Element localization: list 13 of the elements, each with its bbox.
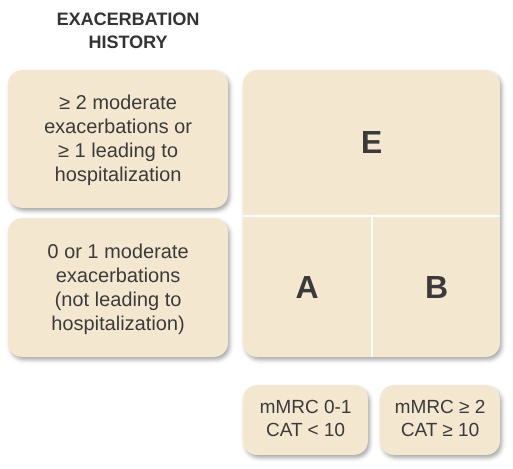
- criteria-text: 0 or 1 moderate exacerbations (not leading to hospitalization): [46, 240, 190, 336]
- category-box: [8, 70, 228, 208]
- criteria-text: mMRC 0-1 CAT < 10: [258, 397, 352, 443]
- criteria-text: ≥ 2 moderate exacerbations or ≥ 1 leading to hospitalization: [43, 91, 193, 187]
- axis-heading: EXACERBATION HISTORY: [56, 8, 200, 53]
- group-letter: B: [424, 268, 448, 306]
- category-box: [8, 218, 228, 357]
- category-box: [380, 385, 500, 455]
- criteria-text: mMRC ≥ 2 CAT ≥ 10: [394, 397, 486, 443]
- group-letter: E: [360, 124, 382, 161]
- group-letter: A: [295, 268, 319, 306]
- category-box: [243, 385, 368, 455]
- grid-panel: [243, 70, 500, 357]
